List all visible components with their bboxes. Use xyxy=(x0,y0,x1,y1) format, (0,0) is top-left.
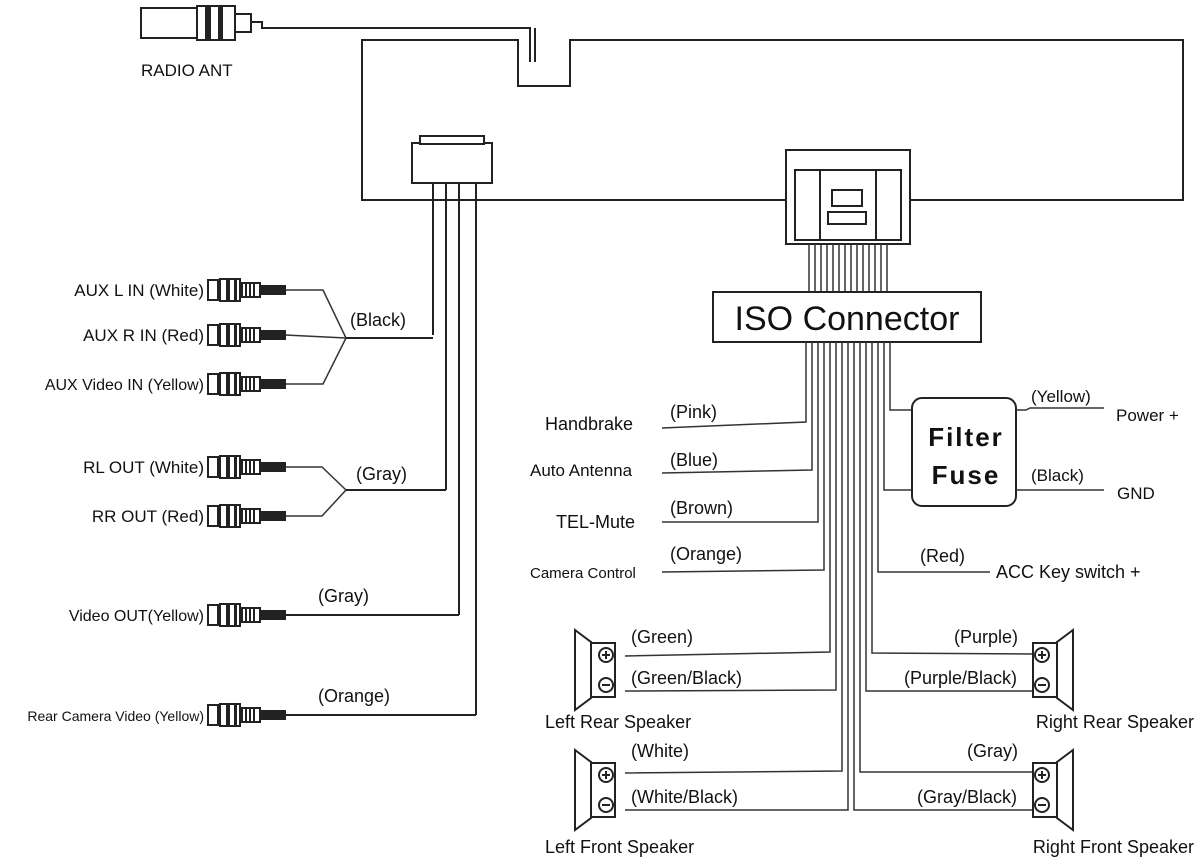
iso-connector-box xyxy=(712,291,982,343)
filter-fuse-label-2: Fuse xyxy=(932,460,1001,490)
power-wire xyxy=(1016,407,1104,411)
filter-fuse-box xyxy=(911,397,1017,507)
iso-connector-label: ISO Connector xyxy=(735,300,960,338)
gnd-label: GND xyxy=(1117,484,1155,503)
left-front-neg-color: (White/Black) xyxy=(631,787,738,807)
rear-camera-video-plug-icon xyxy=(207,703,287,727)
gray-video-wire-label: (Gray) xyxy=(318,586,369,606)
acc-wire-color: (Red) xyxy=(920,546,965,566)
aux-l-in-plug-icon xyxy=(207,278,287,302)
left-rear-neg-color: (Green/Black) xyxy=(631,668,742,688)
handbrake-wire-color: (Pink) xyxy=(670,402,717,422)
head-unit-outline xyxy=(361,39,1184,201)
orange-wire-label: (Orange) xyxy=(318,686,390,706)
left-front-speaker-icon xyxy=(574,749,616,831)
right-rear-speaker-icon xyxy=(1032,629,1074,711)
gnd-wire-color: (Black) xyxy=(1031,466,1084,485)
radio-ant-label: RADIO ANT xyxy=(141,61,233,80)
auto-antenna-wire-color: (Blue) xyxy=(670,450,718,470)
rr-out-plug-icon xyxy=(207,504,287,528)
left-front-pos-color: (White) xyxy=(631,741,689,761)
rl-out-label: RL OUT (White) xyxy=(83,458,204,477)
power-label: Power + xyxy=(1116,406,1179,425)
iso-wire-bundle-upper xyxy=(808,244,888,292)
video-out-label: Video OUT(Yellow) xyxy=(69,608,204,625)
black-wire-label: (Black) xyxy=(350,310,406,330)
right-rear-pos-color: (Purple) xyxy=(954,627,1018,647)
camera-control-wire-color: (Orange) xyxy=(670,544,742,564)
right-rear-neg-color: (Purple/Black) xyxy=(904,668,1017,688)
aux-r-in-label: AUX R IN (Red) xyxy=(83,326,204,345)
auto-antenna-label: Auto Antenna xyxy=(530,461,633,480)
rear-out-wires xyxy=(285,466,446,517)
left-rear-speaker-icon xyxy=(574,629,616,711)
rr-out-label: RR OUT (Red) xyxy=(92,507,204,526)
aux-video-in-plug-icon xyxy=(207,372,287,396)
tel-mute-wire-color: (Brown) xyxy=(670,498,733,518)
right-front-pos-color: (Gray) xyxy=(967,741,1018,761)
right-front-speaker-icon xyxy=(1032,749,1074,831)
left-rear-speaker-label: Left Rear Speaker xyxy=(545,712,691,732)
aux-r-in-plug-icon xyxy=(207,323,287,347)
iso-plug xyxy=(785,149,911,245)
acc-label: ACC Key switch + xyxy=(996,562,1141,582)
right-front-neg-color: (Gray/Black) xyxy=(917,787,1017,807)
left-rear-pos-color: (Green) xyxy=(631,627,693,647)
handbrake-label: Handbrake xyxy=(545,414,633,434)
left-front-speaker-label: Left Front Speaker xyxy=(545,837,694,857)
aux-video-in-label: AUX Video IN (Yellow) xyxy=(45,377,204,394)
video-out-plug-icon xyxy=(207,603,287,627)
right-rear-speaker-label: Right Rear Speaker xyxy=(1036,712,1194,732)
antenna-plug xyxy=(140,5,536,62)
aux-wires xyxy=(284,289,433,385)
left-plug xyxy=(411,135,493,715)
tel-mute-label: TEL-Mute xyxy=(556,512,635,532)
power-wire-color: (Yellow) xyxy=(1031,387,1091,406)
aux-l-in-label: AUX L IN (White) xyxy=(74,281,204,300)
filter-fuse-label-1: Filter xyxy=(928,422,1004,452)
rl-out-plug-icon xyxy=(207,455,287,479)
camera-control-label: Camera Control xyxy=(530,565,636,582)
iso-wires-lower xyxy=(624,342,1033,811)
rear-camera-video-label: Rear Camera Video (Yellow) xyxy=(27,708,204,724)
right-front-speaker-label: Right Front Speaker xyxy=(1033,837,1194,857)
gray-audio-wire-label: (Gray) xyxy=(356,464,407,484)
